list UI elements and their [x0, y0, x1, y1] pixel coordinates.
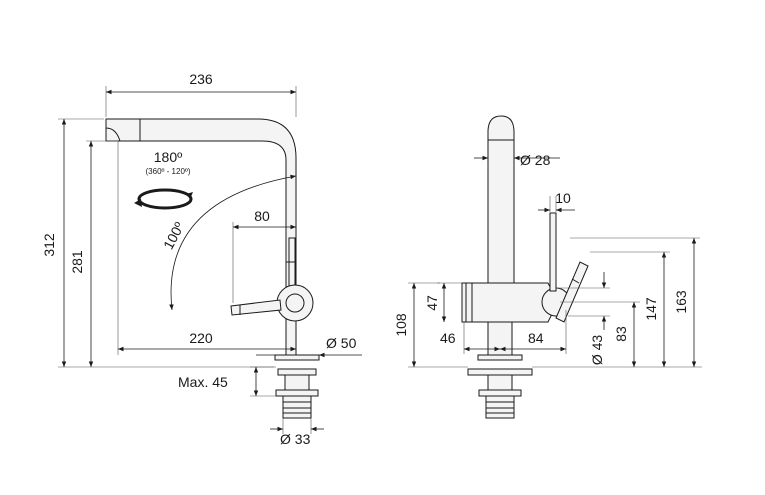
front-spout: [487, 115, 515, 285]
label-arc-100: 100º: [160, 219, 187, 252]
label-dia-50: Ø 50: [326, 335, 357, 351]
side-view: 236 312 281 180º (360º - 120º) 100º 80 2…: [41, 71, 362, 447]
rotate-arrow-icon: [134, 188, 193, 210]
label-dia-43: Ø 43: [589, 335, 605, 366]
side-washer: [277, 368, 317, 376]
label-220: 220: [189, 330, 213, 346]
side-mount-lower: [282, 395, 312, 419]
front-base: [477, 354, 523, 361]
label-84: 84: [528, 330, 544, 346]
front-view: Ø 28 10 47 108 46 84 Ø 43 83: [393, 115, 702, 419]
label-108: 108: [393, 313, 409, 337]
side-lever-ball: [276, 284, 314, 322]
label-10: 10: [555, 190, 571, 206]
front-lever-mark: [571, 278, 580, 284]
front-cap: [461, 282, 473, 323]
side-lever-lowered: [230, 299, 282, 316]
label-163: 163: [673, 290, 689, 314]
label-147: 147: [643, 297, 659, 321]
front-mount-upper: [487, 374, 513, 391]
label-dia-28: Ø 28: [520, 152, 551, 168]
side-spout: [105, 118, 297, 356]
side-spray-head: [105, 127, 121, 142]
label-dia-33: Ø 33: [280, 431, 311, 447]
side-flange: [275, 389, 319, 397]
label-236: 236: [189, 71, 213, 87]
arc-100: [169, 174, 297, 311]
label-312: 312: [41, 233, 57, 257]
side-base: [274, 354, 320, 361]
label-max-45: Max. 45: [178, 374, 228, 390]
front-neck: [487, 321, 513, 356]
side-mount-upper: [284, 374, 310, 391]
label-80: 80: [254, 208, 270, 224]
label-rotation-range: (360º - 120º): [146, 167, 191, 176]
label-46: 46: [440, 330, 456, 346]
front-washer: [467, 368, 533, 376]
front-mount-lower: [485, 395, 515, 419]
front-lever-angled: [555, 261, 589, 323]
front-lever-vertical: [549, 212, 557, 292]
label-83: 83: [613, 326, 629, 342]
label-47: 47: [424, 295, 440, 311]
label-rotation-180: 180º: [154, 149, 182, 165]
label-281: 281: [69, 250, 85, 274]
front-flange: [478, 389, 522, 397]
